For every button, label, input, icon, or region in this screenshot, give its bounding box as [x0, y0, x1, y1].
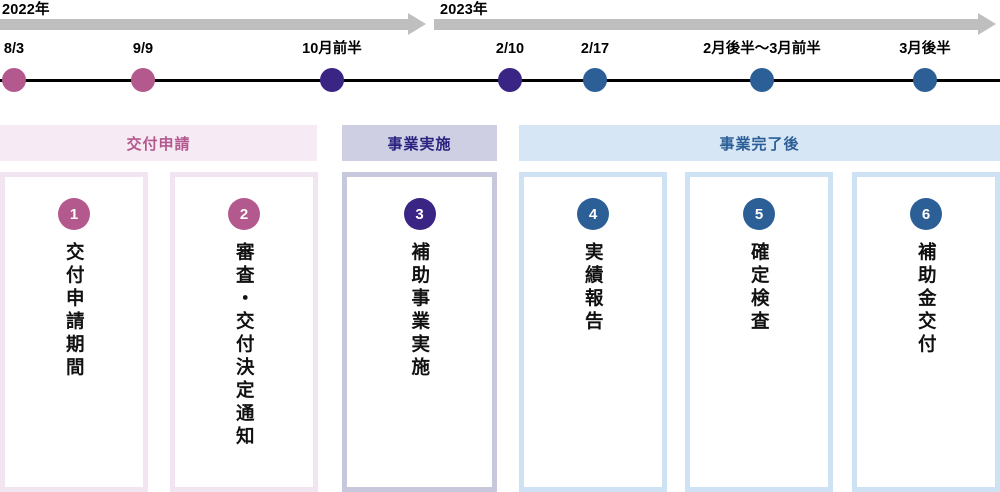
timeline-date-label-7: 3月後半 — [899, 41, 951, 57]
timeline-dot-6 — [750, 68, 774, 92]
step-card-2[interactable]: 2 審査・交付決定通知 — [170, 172, 318, 492]
timeline-dot-5 — [583, 68, 607, 92]
phase-label: 事業実施 — [387, 135, 452, 153]
step-number-badge: 6 — [910, 198, 942, 230]
step-card-3[interactable]: 3 補助事業実施 — [342, 172, 497, 492]
step-card-1[interactable]: 1 交付申請期間 — [0, 172, 148, 492]
year-label-2022: 2022年 — [2, 2, 50, 18]
timeline-date-label-4: 2/10 — [495, 41, 525, 57]
year-arrow-2022-head-icon — [408, 13, 426, 35]
timeline-date-label-3: 10月前半 — [302, 41, 362, 57]
step-number-badge: 1 — [58, 198, 90, 230]
phase-header-koufu-shinsei: 交付申請 — [0, 125, 317, 161]
timeline-dot-2 — [131, 68, 155, 92]
timeline-dot-3 — [320, 68, 344, 92]
step-title: 確定検査 — [749, 242, 771, 334]
step-card-4[interactable]: 4 実績報告 — [519, 172, 667, 492]
timeline-dot-4 — [498, 68, 522, 92]
year-arrow-2022-bar — [0, 19, 410, 30]
step-number-badge: 4 — [577, 198, 609, 230]
step-number-badge: 3 — [403, 198, 436, 230]
step-number-badge: 5 — [743, 198, 775, 230]
year-arrow-2023-bar — [434, 19, 980, 30]
year-arrow-2023-head-icon — [978, 13, 996, 35]
phase-label: 事業完了後 — [719, 135, 800, 153]
timeline-dot-1 — [2, 68, 26, 92]
phase-header-jigyou-jisshi: 事業実施 — [342, 125, 497, 161]
step-card-6[interactable]: 6 補助金交付 — [852, 172, 1000, 492]
step-title: 補助金交付 — [916, 242, 938, 357]
step-title: 実績報告 — [583, 242, 605, 334]
step-title: 交付申請期間 — [64, 242, 86, 380]
timeline-date-label-2: 9/9 — [132, 41, 154, 57]
timeline-dot-7 — [913, 68, 937, 92]
step-card-5[interactable]: 5 確定検査 — [685, 172, 833, 492]
phase-header-jigyou-kanryougo: 事業完了後 — [519, 125, 1000, 161]
timeline-date-label-5: 2/17 — [580, 41, 610, 57]
phase-label: 交付申請 — [126, 135, 191, 153]
step-title: 審査・交付決定通知 — [234, 242, 256, 449]
step-title: 補助事業実施 — [409, 242, 431, 380]
timeline-date-label-6: 2月後半〜3月前半 — [703, 41, 821, 57]
timeline-date-label-1: 8/3 — [3, 41, 25, 57]
step-number-badge: 2 — [228, 198, 260, 230]
year-label-2023: 2023年 — [440, 2, 488, 18]
